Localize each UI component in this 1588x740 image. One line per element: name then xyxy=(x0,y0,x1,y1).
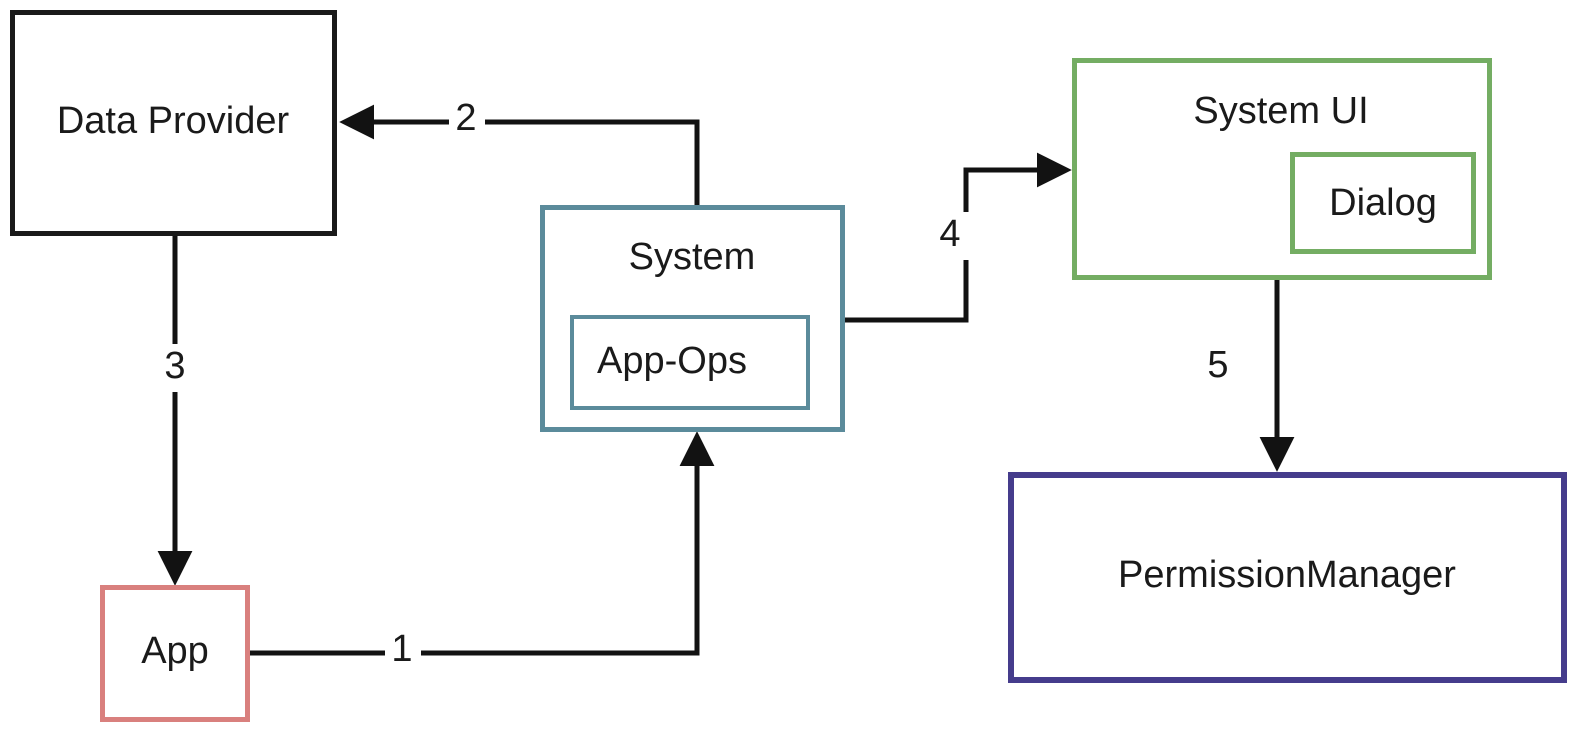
edge-2[interactable]: 2 xyxy=(339,97,700,205)
edge-5[interactable]: 5 xyxy=(1207,280,1295,472)
dialog-label: Dialog xyxy=(1329,182,1437,224)
data-provider-label: Data Provider xyxy=(57,100,290,142)
edge-2-label-mask xyxy=(449,100,485,142)
node-dialog[interactable]: Dialog xyxy=(1290,152,1476,254)
app-label: App xyxy=(141,630,209,672)
app-ops-box[interactable] xyxy=(570,315,810,410)
edge-1-label: 1 xyxy=(391,628,412,670)
edge-2-label: 2 xyxy=(455,97,476,139)
system-ui-label: System UI xyxy=(1193,90,1368,132)
edge-3-label: 3 xyxy=(164,345,185,387)
edge-4-label-mask xyxy=(949,212,985,260)
dialog-box[interactable] xyxy=(1290,152,1476,254)
data-provider-box[interactable] xyxy=(10,10,337,236)
edge-1-path xyxy=(250,431,715,656)
edge-1-label-mask xyxy=(385,630,421,672)
edge-4[interactable]: 4 xyxy=(845,152,1072,323)
node-app-ops[interactable]: App-Ops xyxy=(570,315,810,410)
edge-group: 1 2 3 4 5 xyxy=(157,97,1295,672)
edge-4-label: 4 xyxy=(939,213,960,255)
node-data-provider[interactable]: Data Provider xyxy=(10,10,337,236)
node-app[interactable]: App xyxy=(100,585,250,722)
system-label: System xyxy=(629,236,756,278)
app-box[interactable] xyxy=(100,585,250,722)
edge-5-label: 5 xyxy=(1207,344,1228,386)
edge-2-path xyxy=(339,104,700,205)
permission-manager-label: PermissionManager xyxy=(1118,554,1456,596)
node-group: Data Provider System App-Ops System UI D… xyxy=(10,10,1567,722)
edge-1[interactable]: 1 xyxy=(250,431,715,672)
permission-manager-box[interactable] xyxy=(1008,472,1567,683)
edge-3[interactable]: 3 xyxy=(157,236,194,586)
node-permission-manager[interactable]: PermissionManager xyxy=(1008,472,1567,683)
app-ops-label: App-Ops xyxy=(597,340,747,382)
edge-3-label-mask xyxy=(158,344,194,392)
